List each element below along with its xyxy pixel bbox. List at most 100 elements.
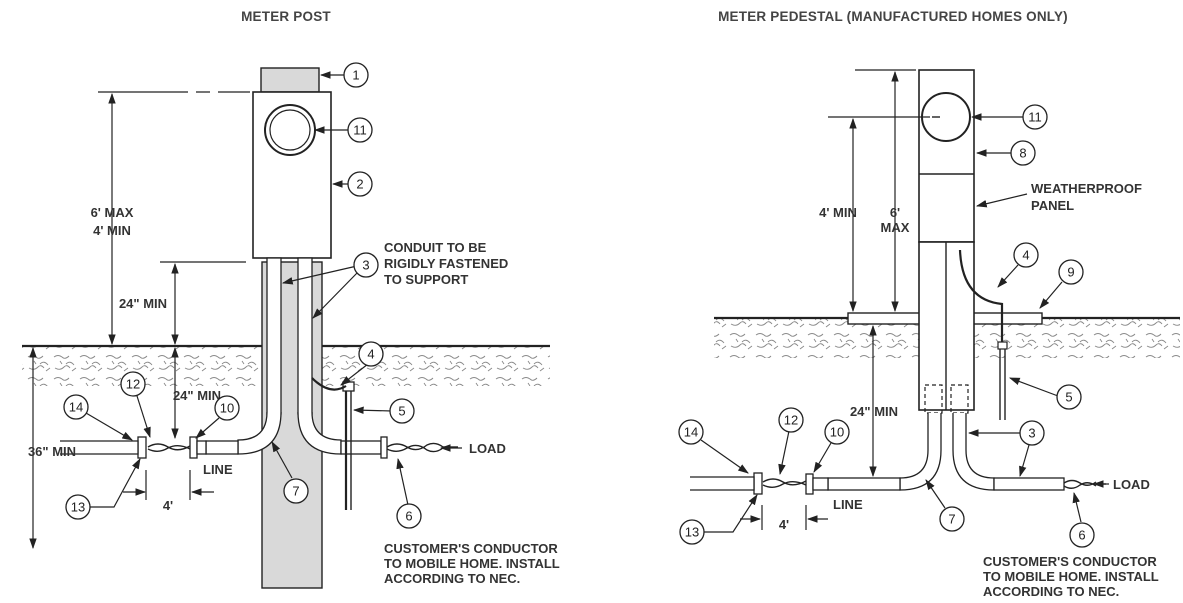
svg-text:10: 10: [830, 425, 844, 440]
dim-max-right-text-a: 6': [890, 205, 900, 220]
callout-12-right: 12: [778, 407, 804, 433]
load-wires-right: [1063, 479, 1097, 489]
meter-pedestal-title: METER PEDESTAL (MANUFACTURED HOMES ONLY): [718, 9, 1068, 24]
svg-text:14: 14: [684, 425, 698, 440]
line-wires-right: [762, 478, 807, 488]
line-conduit-right: [827, 477, 901, 491]
callout-3-left: 3: [353, 252, 379, 278]
callout-10-left: 10: [214, 395, 240, 421]
load-label-right: LOAD: [1113, 477, 1150, 492]
svg-text:12: 12: [784, 413, 798, 428]
line-conduit: [205, 440, 239, 455]
load-conduit-right: [993, 477, 1065, 491]
elbow-load-side-right: [952, 413, 995, 491]
conduit-line-side: [266, 257, 282, 415]
callout-4-right: 4: [1013, 242, 1039, 268]
service-cable-right: [690, 476, 755, 491]
line-coupling: [189, 436, 198, 459]
load-wires: [386, 442, 444, 451]
customer-note-line3: ACCORDING TO NEC.: [384, 571, 520, 586]
svg-text:11: 11: [1028, 110, 1042, 125]
svg-text:13: 13: [71, 500, 85, 515]
post-top-cap: [260, 67, 320, 93]
ground-wire-right: [958, 249, 1004, 342]
meter-pedestal-diagram: METER PEDESTAL (MANUFACTURED HOMES ONLY): [678, 9, 1180, 599]
dim-above-ground-text: 24" MIN: [119, 296, 167, 311]
callout-8-right: 8: [1010, 140, 1036, 166]
load-label-left: LOAD: [469, 441, 506, 456]
customer-note-right-line2: TO MOBILE HOME. INSTALL: [983, 569, 1159, 584]
conduit-load-side: [297, 257, 313, 415]
svg-text:3: 3: [1028, 426, 1035, 441]
dim-height-min-text: 4' MIN: [93, 223, 131, 238]
dim-spacing-right-text: 4': [779, 517, 789, 532]
customer-note-line2: TO MOBILE HOME. INSTALL: [384, 556, 560, 571]
customer-note-right-line1: CUSTOMER'S CONDUCTOR: [983, 554, 1157, 569]
svg-text:3: 3: [362, 258, 369, 273]
meter-post-diagram: METER POST: [22, 9, 560, 589]
panel-label-line2: PANEL: [1031, 198, 1074, 213]
dim-max-right-text-b: MAX: [881, 220, 910, 235]
callout-11-right: 11: [1022, 104, 1048, 130]
conduit-note-line1: CONDUIT TO BE: [384, 240, 487, 255]
elbow-line-side-right: [899, 413, 942, 491]
ground-wire-left: [311, 377, 347, 391]
svg-text:8: 8: [1019, 146, 1026, 161]
svg-text:14: 14: [69, 400, 83, 415]
meter-post-title: METER POST: [241, 9, 331, 24]
svg-text:13: 13: [685, 525, 699, 540]
callout-6-right: 6: [1069, 522, 1095, 548]
svg-text:7: 7: [292, 484, 299, 499]
conduit-note-line2: RIGIDLY FASTENED: [384, 256, 508, 271]
service-cable: [60, 440, 139, 455]
callout-7-left: 7: [283, 478, 309, 504]
line-label-left: LINE: [203, 462, 233, 477]
svg-text:4: 4: [367, 347, 374, 362]
svg-text:12: 12: [126, 377, 140, 392]
callout-12-left: 12: [120, 371, 146, 397]
line-label-right: LINE: [833, 497, 863, 512]
svg-text:10: 10: [220, 401, 234, 416]
dim-min-right-text: 4' MIN: [819, 205, 857, 220]
callout-7-right: 7: [939, 506, 965, 532]
customer-note-line1: CUSTOMER'S CONDUCTOR: [384, 541, 558, 556]
callout-13-left: 13: [65, 494, 91, 520]
callout-1-left: 1: [343, 62, 369, 88]
dim-spacing-left-text: 4': [163, 498, 173, 513]
ground-clamp-right: [997, 341, 1008, 350]
meter-glass: [269, 109, 311, 151]
svg-text:6: 6: [1078, 528, 1085, 543]
dim-depth-text: 36" MIN: [28, 444, 76, 459]
callout-6-left: 6: [396, 503, 422, 529]
conduit-stub-right: [950, 384, 969, 414]
conduit-stub-left: [924, 384, 943, 414]
conduit-note-line3: TO SUPPORT: [384, 272, 468, 287]
callout-3-right: 3: [1019, 420, 1045, 446]
callout-2-left: 2: [347, 171, 373, 197]
line-wires: [147, 443, 191, 451]
svg-text:5: 5: [398, 404, 405, 419]
callout-14-right: 14: [678, 419, 704, 445]
callout-13-right: 13: [679, 519, 705, 545]
dim-height-max-text: 6' MAX: [91, 205, 134, 220]
svg-text:2: 2: [356, 177, 363, 192]
callout-14-left: 14: [63, 394, 89, 420]
svg-text:11: 11: [353, 123, 367, 138]
dim-below-ground-right-text: 24" MIN: [850, 404, 898, 419]
svg-text:9: 9: [1067, 265, 1074, 280]
callout-11-left: 11: [347, 117, 373, 143]
callout-5-right: 5: [1056, 384, 1082, 410]
cable-end-right: [753, 472, 763, 495]
callout-4-left: 4: [358, 341, 384, 367]
svg-text:1: 1: [352, 68, 359, 83]
load-bushing: [380, 436, 388, 459]
callout-9-right: 9: [1058, 259, 1084, 285]
callout-5-left: 5: [389, 398, 415, 424]
dim-below-ground-text: 24" MIN: [173, 388, 221, 403]
cable-end: [137, 436, 147, 459]
customer-note-right-line3: ACCORDING TO NEC.: [983, 584, 1119, 599]
svg-text:6: 6: [405, 509, 412, 524]
panel-label-line1: WEATHERPROOF: [1031, 181, 1142, 196]
svg-text:5: 5: [1065, 390, 1072, 405]
